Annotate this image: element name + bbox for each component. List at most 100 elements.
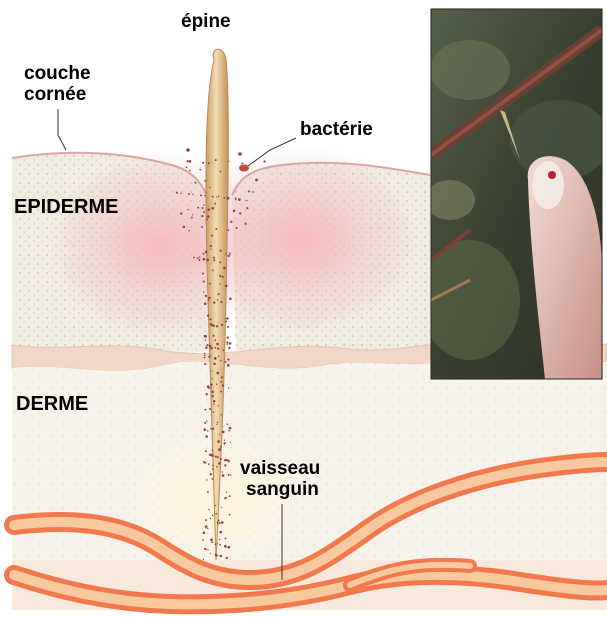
- bacteria-dot: [204, 354, 206, 356]
- bacteria-dot: [227, 229, 229, 231]
- bacteria-dot: [210, 473, 212, 475]
- bacteria-dot: [205, 525, 207, 527]
- bacteria-dot: [211, 449, 212, 450]
- bacteria-dot: [210, 518, 211, 519]
- bacteria-dot: [215, 505, 216, 506]
- bacteria-dot: [221, 414, 223, 416]
- bacteria-dot: [201, 215, 203, 217]
- bacteria-dot: [225, 285, 228, 288]
- bacteria-dot: [207, 491, 209, 493]
- bacteria-dot: [227, 460, 229, 462]
- bacteria-dot: [241, 162, 243, 164]
- bacteria-dot: [215, 543, 216, 544]
- bacteria-dot: [228, 474, 230, 476]
- bacteria-dot: [229, 297, 232, 300]
- bacteria-dot: [209, 408, 211, 410]
- bacteria-dot: [203, 428, 206, 431]
- bacteria-dot: [215, 228, 217, 230]
- bacteria-dot: [221, 521, 224, 524]
- bacteria-dot: [204, 422, 206, 424]
- bacteria-dot: [220, 301, 222, 303]
- bacteria-dot: [225, 537, 227, 539]
- bacteria-dot: [197, 207, 199, 209]
- bacteria-dot: [218, 356, 219, 357]
- bacteria-dot: [212, 378, 213, 379]
- bacteria-dot: [246, 200, 248, 202]
- bacteria-dot: [191, 217, 193, 219]
- horny-layer-label-line1: couche: [24, 64, 91, 85]
- bacteria-dot: [201, 226, 203, 228]
- bacteria-dot: [227, 336, 229, 338]
- bacteria-dot: [202, 162, 204, 164]
- bacteria-dot: [189, 160, 192, 163]
- bacteria-dot: [211, 541, 213, 543]
- bacteria-dot: [210, 538, 213, 541]
- bacteria-dot: [199, 256, 200, 257]
- bacteria-dot: [207, 208, 210, 211]
- bacteria-dot: [226, 492, 227, 493]
- bacteria-dot: [209, 187, 210, 188]
- bacteria-dot: [212, 478, 214, 480]
- bacteria-dot: [227, 423, 229, 425]
- bacteria-dot: [210, 383, 213, 386]
- blood-vessel-label-line1: vaisseau: [240, 459, 320, 480]
- bacteria-dot: [220, 262, 221, 263]
- bacteria-dot: [187, 209, 188, 210]
- bacteria-dot: [206, 393, 208, 395]
- bacteria-dot: [215, 554, 218, 557]
- bacteria-dot: [205, 346, 207, 348]
- epidermis-label: EPIDERME: [14, 197, 118, 219]
- bacteria-dot: [216, 372, 219, 375]
- bacteria-dot: [228, 347, 230, 349]
- bacteria-dot: [211, 370, 212, 371]
- bacteria-dot: [207, 215, 210, 218]
- bacteria-dot: [220, 283, 221, 284]
- bacteria-dot: [211, 235, 213, 237]
- bacteria-dot: [210, 245, 212, 247]
- bacteria-dot: [221, 324, 223, 326]
- bacteria-dot: [217, 347, 219, 349]
- bacteria-dot: [225, 459, 227, 461]
- bacteria-dot: [205, 450, 207, 452]
- bacteria-dot: [228, 387, 229, 388]
- bacteria-dot: [200, 194, 202, 196]
- bacteria-dot: [186, 166, 188, 168]
- blood-vessel-label-line2: sanguin: [240, 480, 320, 501]
- bacteria-dot: [220, 446, 222, 448]
- bacteria-label: bactérie: [300, 120, 373, 141]
- bacteria-dot: [220, 360, 221, 361]
- horny-layer-label: couche cornée: [24, 64, 91, 105]
- bacteria-dot: [212, 465, 214, 467]
- bacteria-dot: [208, 297, 210, 299]
- bacteria-dot: [223, 267, 226, 270]
- bacteria-dot: [226, 557, 228, 559]
- bacteria-dot: [211, 207, 214, 210]
- bacteria-dot: [218, 195, 220, 197]
- bacteria-dot: [235, 198, 237, 200]
- bacteria-dot: [213, 259, 215, 261]
- bacteria-dot: [210, 387, 211, 388]
- bacteria-dot: [263, 160, 265, 162]
- bacteria-dot: [215, 159, 217, 161]
- bacteria-dot: [229, 514, 231, 516]
- bacteria-dot: [213, 301, 215, 303]
- bacteria-dot: [188, 230, 189, 231]
- bacteria-dot: [227, 547, 229, 549]
- bacteria-dot: [219, 531, 222, 534]
- bacteria-dot: [212, 428, 214, 430]
- bacteria-dot: [210, 428, 211, 429]
- bacteria-dot: [220, 250, 222, 252]
- bacteria-dot: [176, 192, 178, 194]
- bacteria-dot: [230, 474, 231, 475]
- bacteria-dot: [211, 454, 214, 457]
- thorn-label: épine: [181, 12, 231, 33]
- bacteria-dot: [206, 219, 208, 221]
- bacteria-dot: [217, 543, 218, 544]
- bacteria-dot: [229, 495, 231, 497]
- bacteria-dot: [204, 409, 206, 411]
- bacteria-dot: [216, 383, 217, 384]
- bacteria-dot: [222, 431, 225, 434]
- bacteria-dot: [217, 299, 219, 301]
- bacteria-dot: [180, 192, 182, 194]
